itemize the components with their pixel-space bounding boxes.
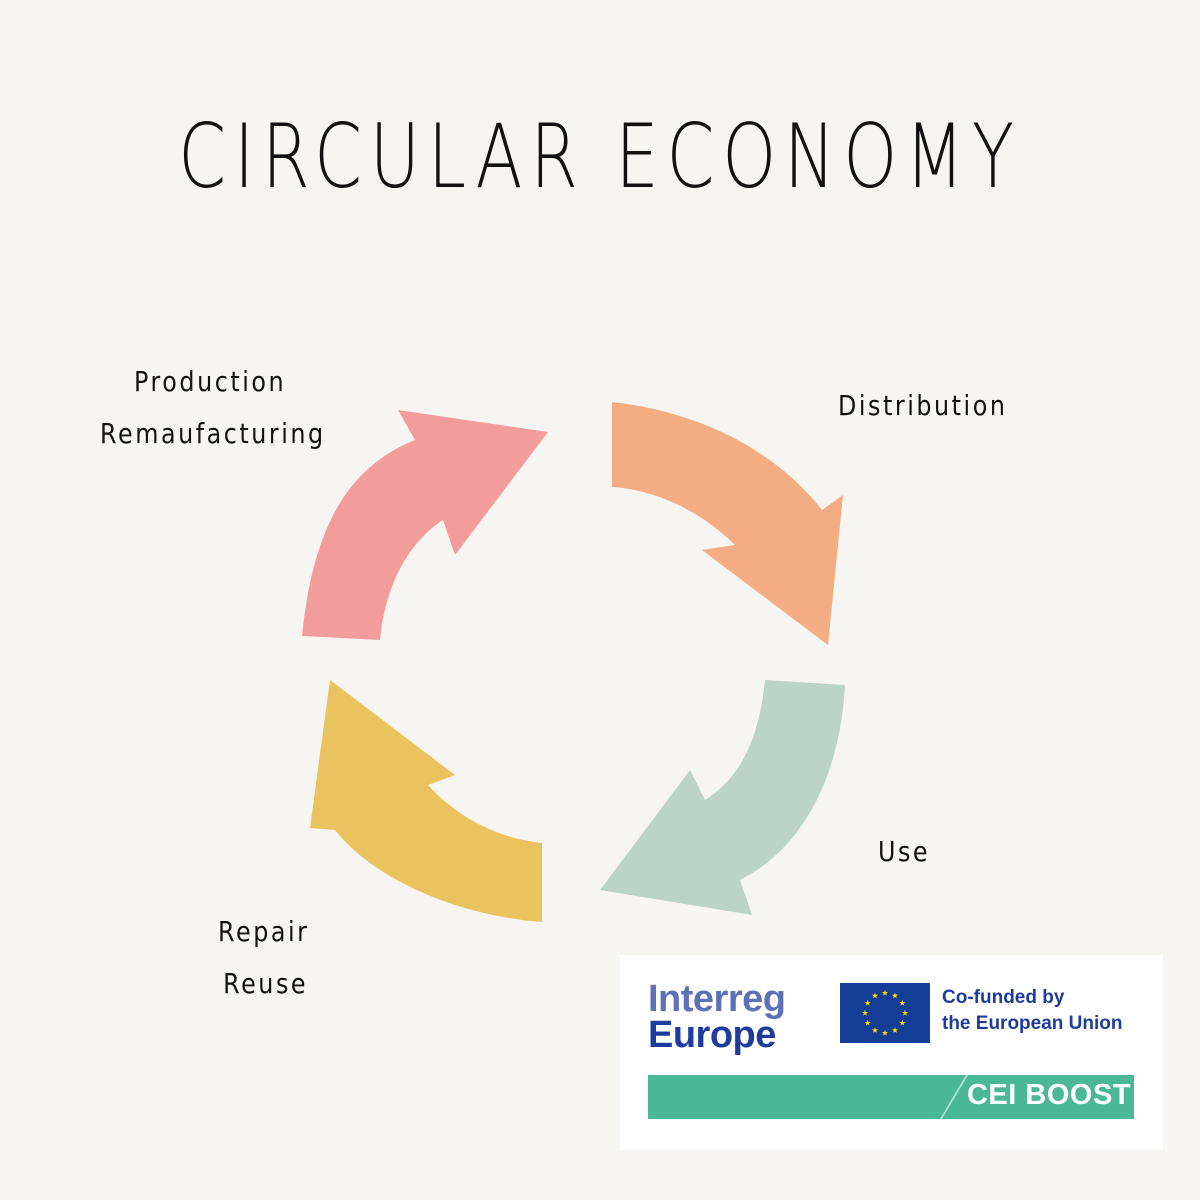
eu-star <box>899 1019 906 1026</box>
eu-star <box>861 1009 869 1016</box>
label-use: Use <box>878 835 931 868</box>
interreg-logo-line2: Europe <box>648 1014 776 1056</box>
eu-star <box>899 999 906 1006</box>
eu-star <box>891 1027 899 1033</box>
eu-star <box>871 1027 879 1033</box>
label-repair-line1: Repair <box>218 915 310 948</box>
page-title: CIRCULAR ECONOMY <box>178 105 1022 208</box>
arrow-use <box>600 680 845 915</box>
eu-star <box>871 992 879 999</box>
eu-star <box>864 1019 871 1026</box>
arrow-production <box>302 410 548 640</box>
eu-flag-icon <box>840 983 930 1043</box>
arrow-distribution <box>612 402 843 645</box>
funding-logo-panel: Interreg Europe Co-funded by the Europea… <box>620 955 1163 1150</box>
eu-star <box>864 999 871 1006</box>
label-repair-line2: Reuse <box>223 967 309 1000</box>
label-repair: Repair Reuse <box>218 906 310 1010</box>
cei-boost-banner <box>648 1075 1134 1119</box>
eu-star <box>891 992 899 999</box>
label-production-line2: Remaufacturing <box>100 417 326 450</box>
cei-boost-label: CEI BOOST <box>966 1079 1131 1111</box>
eu-star <box>901 1009 909 1016</box>
cofunded-line1: Co-funded by <box>942 987 1065 1008</box>
cofunded-line2: the European Union <box>942 1013 1123 1034</box>
interreg-logo-line1: Interreg <box>648 978 786 1020</box>
label-production: Production Remaufacturing <box>100 356 326 460</box>
cofunded-text: Co-funded by the European Union <box>942 985 1123 1037</box>
eu-star <box>881 1029 889 1036</box>
eu-star <box>881 989 889 996</box>
interreg-logo: Interreg Europe <box>648 978 786 1056</box>
arrow-repair <box>310 680 542 922</box>
label-distribution: Distribution <box>838 389 1008 422</box>
label-production-line1: Production <box>134 365 287 398</box>
